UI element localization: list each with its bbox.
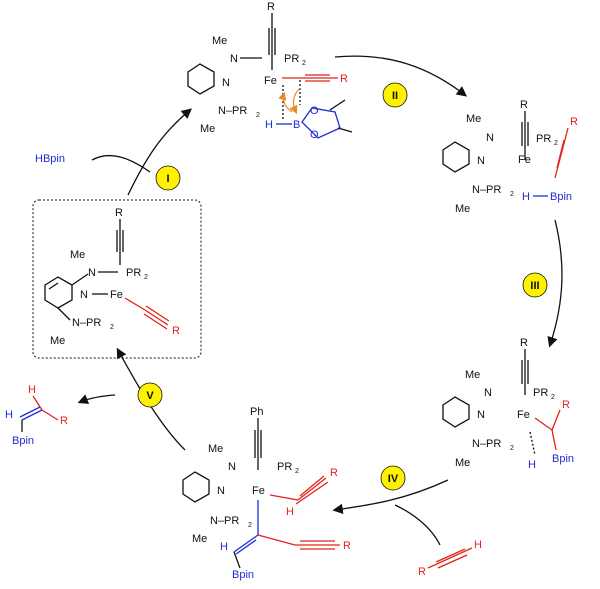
- svg-text:N: N: [230, 53, 238, 65]
- svg-text:2: 2: [110, 324, 114, 331]
- step-badge-5: V: [137, 382, 163, 408]
- svg-text:R: R: [330, 467, 338, 479]
- svg-text:N: N: [477, 155, 485, 167]
- svg-text:H: H: [265, 119, 273, 131]
- svg-text:2: 2: [510, 191, 514, 198]
- svg-text:Me: Me: [455, 457, 470, 469]
- hbpin-entry-arrow: [91, 154, 151, 173]
- cycle-arrows: [77, 55, 563, 546]
- alkyne-entry-arrow: [394, 504, 441, 546]
- svg-text:Fe: Fe: [110, 289, 123, 301]
- svg-text:PR: PR: [536, 133, 551, 145]
- product-release-arrow: [77, 394, 116, 404]
- svg-text:Fe: Fe: [518, 154, 531, 166]
- complex-e-bottom: Ph N N Me PR 2 Fe N–PR 2 Me R H H Bpin R: [182, 406, 351, 581]
- svg-text:N: N: [477, 409, 485, 421]
- step-badge-4: IV: [380, 465, 406, 491]
- svg-text:Fe: Fe: [252, 485, 265, 497]
- step-badge-1: I: [155, 165, 181, 191]
- svg-text:N: N: [228, 461, 236, 473]
- arrow-step-4: [332, 479, 449, 515]
- complex-d-right-lower: R N N Me PR 2 Fe N–PR 2 Me R Bpin H: [442, 337, 574, 471]
- svg-text:N: N: [88, 267, 96, 279]
- svg-text:R: R: [340, 73, 348, 85]
- svg-text:N: N: [484, 387, 492, 399]
- svg-text:N: N: [486, 132, 494, 144]
- svg-text:O: O: [310, 105, 319, 117]
- complex-a-boxed: R N N Me PR 2 Fe N–PR 2 Me R: [32, 199, 202, 359]
- svg-text:II: II: [392, 90, 398, 102]
- svg-text:2: 2: [510, 445, 514, 452]
- svg-text:H: H: [28, 384, 36, 396]
- svg-text:PR: PR: [284, 53, 299, 65]
- svg-text:Fe: Fe: [264, 75, 277, 87]
- svg-text:H: H: [522, 191, 530, 203]
- svg-text:Bpin: Bpin: [552, 453, 574, 465]
- svg-text:PR: PR: [126, 267, 141, 279]
- svg-text:Me: Me: [200, 123, 215, 135]
- svg-text:H: H: [286, 506, 294, 518]
- terminal-alkyne-reagent: R H: [418, 539, 482, 578]
- svg-text:Ph: Ph: [250, 406, 263, 418]
- svg-text:IV: IV: [388, 473, 399, 485]
- svg-text:Fe: Fe: [517, 409, 530, 421]
- svg-text:III: III: [530, 280, 539, 292]
- vinylboronate-product: H R H Bpin: [5, 384, 68, 447]
- svg-text:N–PR: N–PR: [472, 438, 501, 450]
- svg-text:Me: Me: [465, 369, 480, 381]
- svg-text:PR: PR: [277, 461, 292, 473]
- svg-text:Bpin: Bpin: [12, 435, 34, 447]
- svg-text:Me: Me: [208, 443, 223, 455]
- svg-text:Me: Me: [455, 203, 470, 215]
- svg-text:2: 2: [144, 274, 148, 281]
- svg-text:N: N: [222, 77, 230, 89]
- hbpin-reagent: HBpin: [35, 153, 65, 165]
- svg-text:N–PR: N–PR: [72, 317, 101, 329]
- step-badge-2: II: [382, 82, 408, 108]
- svg-text:N–PR: N–PR: [218, 105, 247, 117]
- svg-text:R: R: [570, 116, 578, 128]
- svg-text:2: 2: [551, 394, 555, 401]
- svg-text:B: B: [293, 119, 300, 131]
- svg-text:R: R: [418, 566, 426, 578]
- svg-text:N: N: [217, 485, 225, 497]
- complex-b-top: R N N Me PR 2 Fe N–PR 2 Me R H B O O: [187, 1, 353, 141]
- svg-text:R: R: [343, 540, 351, 552]
- step-badge-3: III: [522, 272, 548, 298]
- svg-text:Me: Me: [212, 35, 227, 47]
- svg-text:R: R: [520, 337, 528, 349]
- arrow-step-1: [127, 108, 192, 196]
- arrow-step-2: [334, 55, 468, 97]
- svg-text:R: R: [562, 399, 570, 411]
- arrow-step-3: [547, 219, 563, 348]
- svg-text:Me: Me: [50, 335, 65, 347]
- svg-text:V: V: [146, 390, 154, 402]
- svg-text:PR: PR: [533, 387, 548, 399]
- complex-c-right: R N N Me PR 2 Fe N–PR 2 Me R H Bpin: [442, 99, 578, 215]
- svg-text:N–PR: N–PR: [472, 184, 501, 196]
- svg-text:H: H: [474, 539, 482, 551]
- svg-text:2: 2: [256, 112, 260, 119]
- svg-text:R: R: [115, 207, 123, 219]
- svg-text:N: N: [80, 289, 88, 301]
- svg-text:R: R: [267, 1, 275, 13]
- svg-text:2: 2: [248, 522, 252, 529]
- svg-text:Me: Me: [192, 533, 207, 545]
- svg-text:I: I: [166, 173, 169, 185]
- svg-text:R: R: [520, 99, 528, 111]
- svg-text:H: H: [528, 459, 536, 471]
- svg-text:2: 2: [554, 140, 558, 147]
- svg-text:Bpin: Bpin: [232, 569, 254, 581]
- svg-text:2: 2: [302, 60, 306, 67]
- svg-text:2: 2: [295, 468, 299, 475]
- svg-text:N–PR: N–PR: [210, 515, 239, 527]
- svg-text:Me: Me: [466, 113, 481, 125]
- svg-text:H: H: [220, 541, 228, 553]
- svg-text:R: R: [172, 325, 180, 337]
- svg-text:Bpin: Bpin: [550, 191, 572, 203]
- svg-text:H: H: [5, 409, 13, 421]
- svg-text:Me: Me: [70, 249, 85, 261]
- svg-text:R: R: [60, 415, 68, 427]
